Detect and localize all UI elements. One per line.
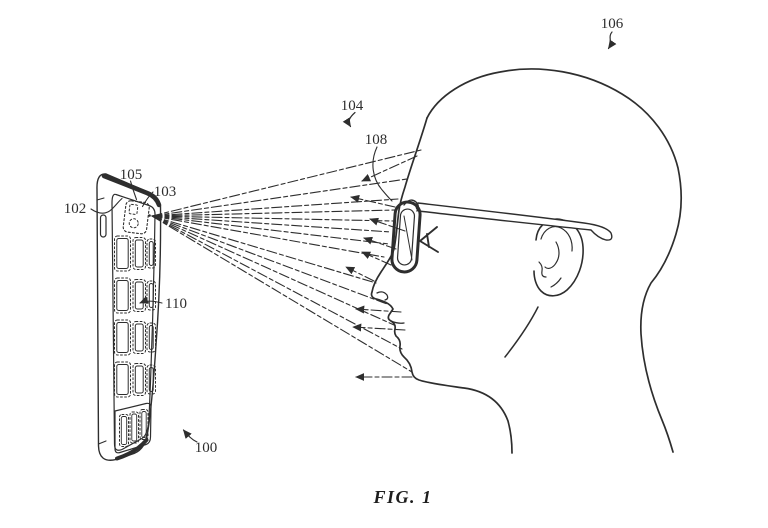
arrow-106 xyxy=(607,31,617,50)
light-ray xyxy=(151,215,403,350)
dock-icon xyxy=(119,414,129,447)
leader-108 xyxy=(372,146,393,202)
reflected-light-arrows xyxy=(345,155,418,381)
app-icon xyxy=(146,364,156,395)
app-icon xyxy=(132,237,146,270)
projected-light-rays xyxy=(151,149,422,373)
light-ray xyxy=(151,209,396,217)
ear-helix-line xyxy=(540,226,573,252)
app-icon xyxy=(114,319,131,356)
app-icon xyxy=(146,280,156,311)
light-ray xyxy=(151,215,390,245)
light-ray xyxy=(151,215,385,258)
glasses xyxy=(390,199,613,274)
arrow-104 xyxy=(342,111,356,128)
ear xyxy=(533,218,584,297)
emitter-point xyxy=(148,214,151,217)
ref-label-103: 103 xyxy=(154,184,177,200)
face-profile-outline xyxy=(370,117,513,454)
ref-label-108: 108 xyxy=(365,132,388,148)
sensor-module-outline xyxy=(122,200,150,235)
glasses-lens xyxy=(396,208,416,266)
ref-label-104: 104 xyxy=(341,98,364,114)
phone-screen-outline xyxy=(111,193,156,451)
leader-110 xyxy=(139,296,163,304)
dock-outline xyxy=(114,402,152,454)
lens-sheen-line xyxy=(403,215,413,261)
app-icon xyxy=(114,361,131,398)
light-ray xyxy=(151,149,422,217)
app-icon xyxy=(114,277,131,314)
ear-antihelix-line xyxy=(544,241,560,269)
eye xyxy=(419,226,439,253)
app-icon xyxy=(132,279,146,312)
light-ray xyxy=(151,215,392,233)
mouth-line xyxy=(390,320,405,324)
ref-label-102: 102 xyxy=(64,201,87,217)
reflected-ray-arrow xyxy=(361,155,418,182)
leader-105 xyxy=(129,180,138,201)
light-ray xyxy=(151,215,377,284)
ref-label-110: 110 xyxy=(165,296,187,312)
smartphone xyxy=(96,173,162,461)
reference-leaders xyxy=(90,31,617,443)
reflected-ray-arrow xyxy=(369,217,406,232)
dock-icon xyxy=(139,409,149,440)
light-ray xyxy=(151,215,394,222)
reflected-ray-arrow xyxy=(355,305,402,314)
glasses-temple-arm xyxy=(415,202,613,241)
projector-element xyxy=(128,203,139,215)
dock-icon xyxy=(129,411,139,444)
app-icon xyxy=(132,363,146,396)
leader-102 xyxy=(90,197,123,214)
ear-tragus-line xyxy=(538,261,547,278)
reflected-ray-arrow xyxy=(352,323,406,332)
arrow-100 xyxy=(182,429,198,443)
skull-outline xyxy=(426,68,683,453)
camera-element xyxy=(128,218,139,229)
ref-label-106: 106 xyxy=(601,16,624,32)
antenna-band-bottom xyxy=(97,440,107,445)
jaw-line xyxy=(504,306,539,358)
reflected-ray-arrow xyxy=(350,194,396,208)
figure-caption: FIG. 1 xyxy=(372,487,432,507)
light-ray xyxy=(151,215,388,305)
sensor-module xyxy=(122,200,150,235)
ear-lobe-line xyxy=(550,277,562,288)
app-icon xyxy=(146,238,156,269)
light-ray xyxy=(151,215,395,326)
side-button xyxy=(99,214,107,238)
light-ray xyxy=(151,178,408,217)
light-ray xyxy=(151,215,413,373)
app-icon xyxy=(114,235,131,272)
leader-103 xyxy=(141,191,154,208)
ref-label-100: 100 xyxy=(195,440,218,456)
app-icon-grid xyxy=(114,235,156,447)
reflected-ray-arrow xyxy=(363,236,397,250)
nostril-line xyxy=(376,291,389,301)
phone-top-edge xyxy=(101,173,162,208)
app-icon xyxy=(146,322,156,353)
reflected-ray-arrow xyxy=(345,266,375,282)
reflected-ray-arrow xyxy=(361,251,392,266)
ref-label-105: 105 xyxy=(120,167,143,183)
phone-bottom-edge xyxy=(115,438,149,461)
antenna-band-top xyxy=(96,197,105,201)
reference-numerals: 100 102 103 104 105 106 108 110 xyxy=(64,16,624,456)
glasses-lens-rim xyxy=(390,200,422,274)
app-icon xyxy=(132,321,146,354)
